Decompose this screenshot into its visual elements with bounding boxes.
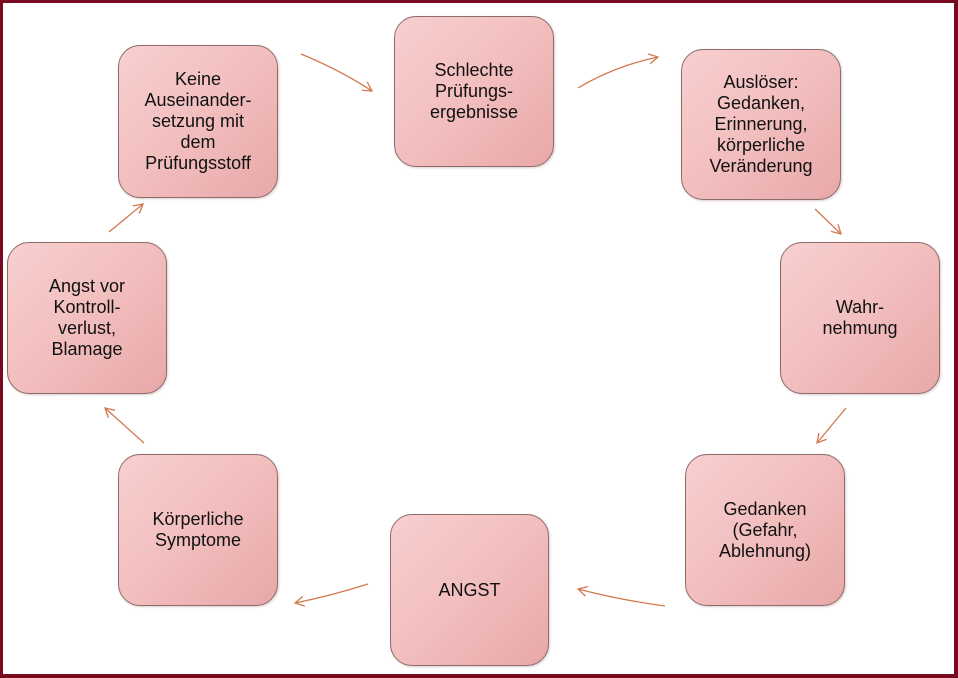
node-label: Auslöser: Gedanken, Erinnerung, körperli… — [709, 72, 813, 176]
node-ausloeser: Auslöser: Gedanken, Erinnerung, körperli… — [681, 49, 841, 200]
node-label: Angst vor Kontroll- verlust, Blamage — [48, 276, 126, 359]
arrow-n6-n7 — [104, 407, 145, 444]
node-label: Keine Auseinander- setzung mit dem Prüfu… — [144, 69, 252, 173]
node-label: Wahr- nehmung — [822, 297, 898, 338]
arrow-n5-n6 — [293, 583, 369, 607]
arrow-n2-n3 — [814, 208, 842, 235]
node-angst: ANGST — [390, 514, 549, 666]
node-label: Gedanken (Gefahr, Ablehnung) — [718, 498, 812, 561]
node-keine-auseinandersetzung: Keine Auseinander- setzung mit dem Prüfu… — [118, 45, 278, 198]
arrow-n7-n8 — [108, 203, 145, 233]
node-angst-vor-kontrollverlust: Angst vor Kontroll- verlust, Blamage — [7, 242, 167, 394]
node-schlechte-pruefungsergebnisse: Schlechte Prüfungs- ergebnisse — [394, 16, 554, 167]
node-label: Körperliche Symptome — [152, 509, 244, 550]
arrow-n1-n2 — [577, 53, 660, 89]
node-koerperliche-symptome: Körperliche Symptome — [118, 454, 278, 606]
node-label: ANGST — [438, 579, 501, 600]
arrow-n3-n4 — [816, 407, 847, 445]
node-gedanken: Gedanken (Gefahr, Ablehnung) — [685, 454, 845, 606]
arrow-n4-n5 — [576, 585, 666, 607]
node-wahrnehmung: Wahr- nehmung — [780, 242, 940, 394]
arrow-n8-n1 — [300, 53, 374, 92]
node-label: Schlechte Prüfungs- ergebnisse — [429, 60, 519, 122]
